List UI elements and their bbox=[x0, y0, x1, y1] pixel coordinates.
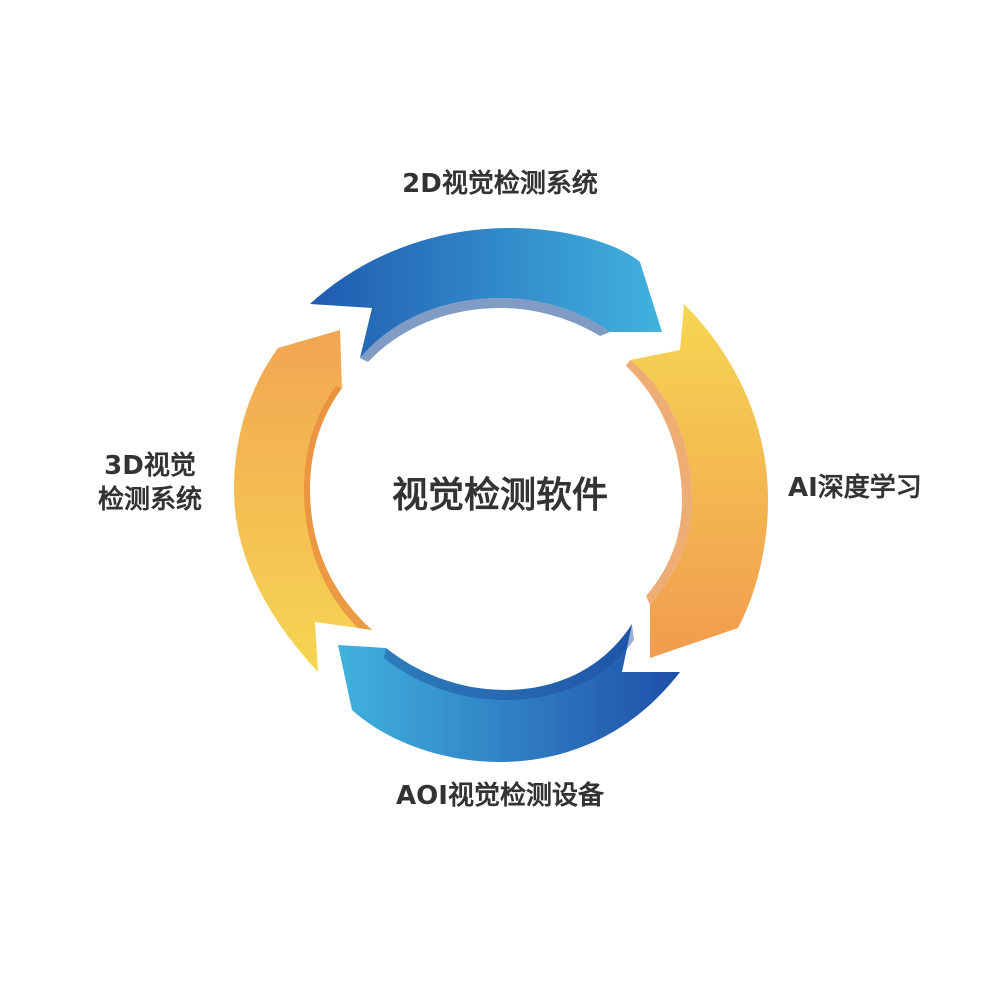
arrow-segment-left bbox=[234, 330, 372, 672]
stage-label-aoi: AOI视觉检测设备 bbox=[396, 781, 604, 811]
arrow-shadow-bottom bbox=[384, 624, 634, 700]
center-title: 视觉检测软件 bbox=[391, 475, 609, 516]
arrow-shadow-left bbox=[304, 386, 372, 630]
arrow-segment-bottom bbox=[338, 624, 680, 762]
arrow-shadow-right bbox=[626, 360, 692, 605]
stage-label-2d: 2D视觉检测系统 bbox=[402, 169, 598, 199]
arrow-shadow-top bbox=[360, 298, 610, 362]
stage-label-3d: 3D视觉 检测系统 bbox=[98, 450, 202, 518]
stage-label-3d-line1: 3D视觉 bbox=[104, 451, 196, 481]
arrow-segment-top bbox=[310, 228, 662, 358]
arrow-segment-right bbox=[630, 304, 768, 658]
stage-label-ai: AI深度学习 bbox=[788, 473, 922, 503]
stage-label-3d-line2: 检测系统 bbox=[97, 484, 203, 515]
